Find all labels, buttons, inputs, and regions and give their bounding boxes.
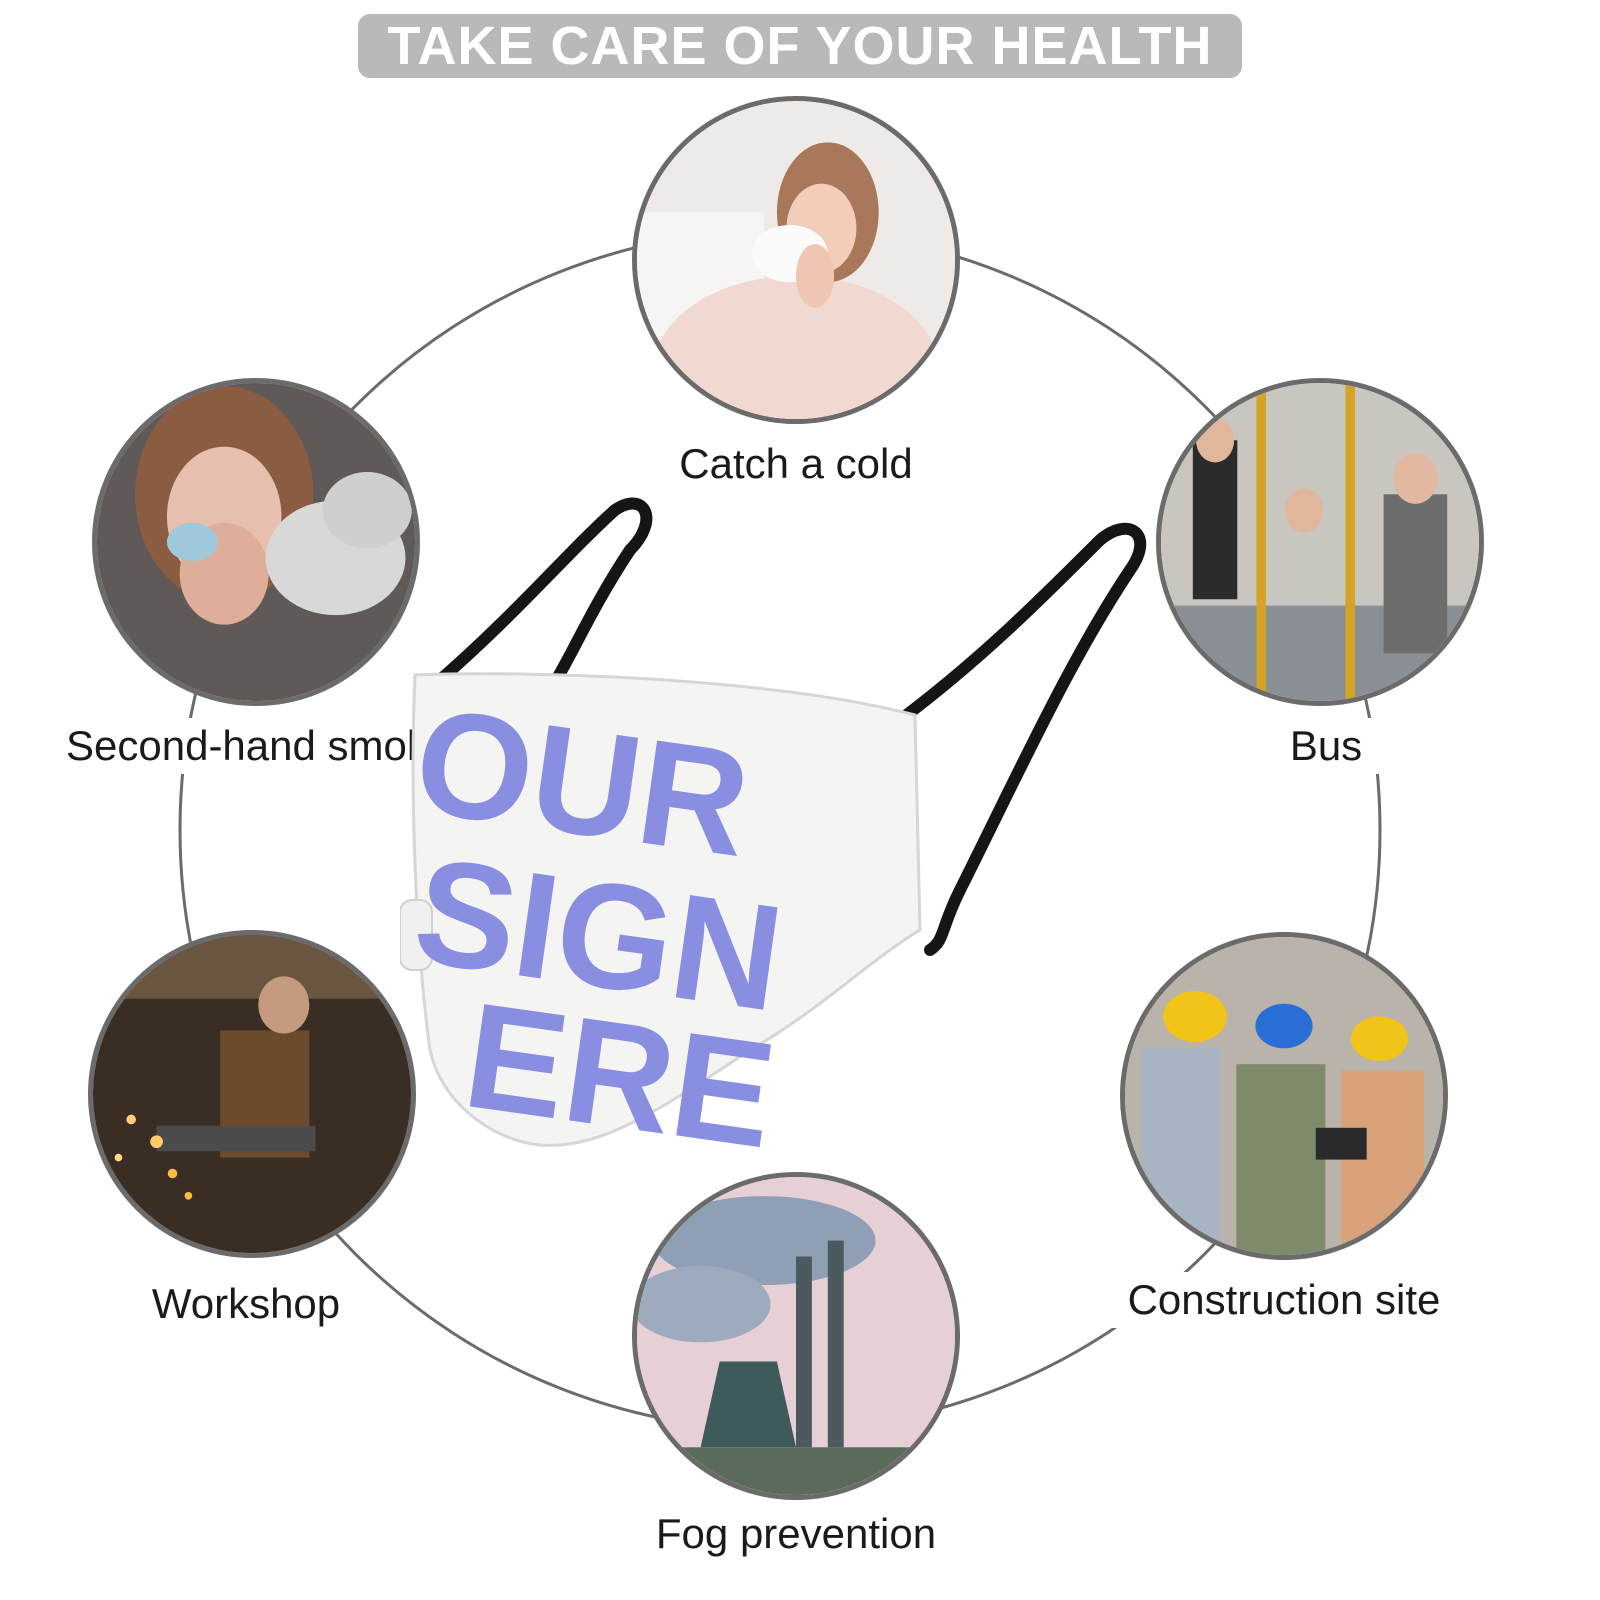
label-construction-site: Construction site xyxy=(1088,1272,1480,1328)
label-second-hand-smoke: Second-hand smoke xyxy=(60,718,451,774)
banner-title: TAKE CARE OF YOUR HEALTH xyxy=(358,14,1242,78)
photo-second-hand-smoke xyxy=(92,378,420,706)
photo-workshop xyxy=(88,930,416,1258)
photo-bus xyxy=(1156,378,1484,706)
label-catch-a-cold: Catch a cold xyxy=(640,436,952,492)
label-bus: Bus xyxy=(1270,718,1382,774)
photo-catch-a-cold xyxy=(632,96,960,424)
label-fog-prevention: Fog prevention xyxy=(620,1506,972,1562)
photo-construction-site xyxy=(1120,932,1448,1260)
face-mask-product: OUR SIGN ERE xyxy=(400,497,1147,1180)
photo-fog-prevention xyxy=(632,1172,960,1500)
label-workshop: Workshop xyxy=(120,1276,372,1332)
